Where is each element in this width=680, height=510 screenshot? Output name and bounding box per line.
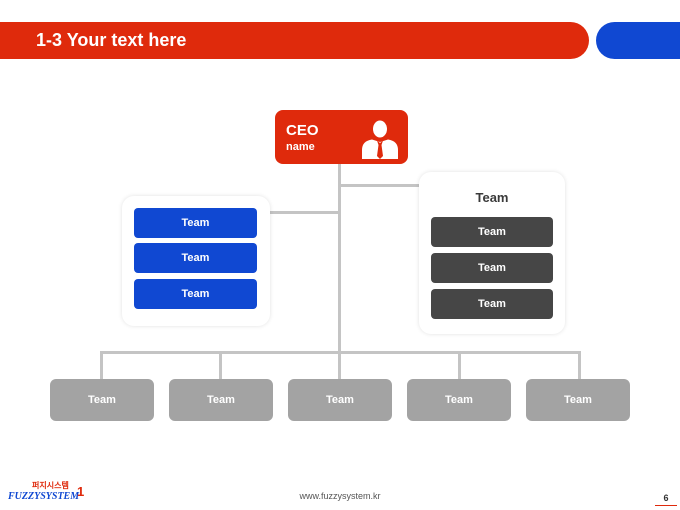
connector-trunk [338, 164, 341, 353]
bottom-team-2: Team [169, 379, 273, 421]
connector-drop-3 [338, 351, 341, 379]
connector-drop-1 [100, 351, 103, 379]
title-bar [0, 22, 589, 59]
connector-drop-4 [458, 351, 461, 379]
bottom-team-3: Team [288, 379, 392, 421]
page-title: 1-3 Your text here [36, 30, 187, 50]
person-with-tie-icon [362, 120, 398, 159]
page-number: 6 [663, 493, 669, 503]
connector-left-branch [270, 211, 340, 214]
bottom-team-5: Team [526, 379, 630, 421]
connector-right-branch [338, 184, 420, 187]
left-team-2: Team [134, 243, 257, 273]
page-number-underline [655, 505, 677, 506]
ceo-name: name [286, 141, 315, 153]
connector-drop-5 [578, 351, 581, 379]
bottom-team-1: Team [50, 379, 154, 421]
right-team-2: Team [431, 253, 553, 283]
company-logo: 퍼지시스템 FUZZYSYSTEM 1 [8, 481, 88, 505]
connector-drop-2 [219, 351, 222, 379]
logo-english-text: FUZZYSYSTEM [8, 491, 80, 502]
left-team-1: Team [134, 208, 257, 238]
footer-url: www.fuzzysystem.kr [299, 491, 381, 501]
right-team-1: Team [431, 217, 553, 247]
logo-mark: 1 [77, 484, 85, 499]
right-group-title: Team [475, 190, 509, 205]
right-team-3: Team [431, 289, 553, 319]
left-team-3: Team [134, 279, 257, 309]
ceo-title: CEO [286, 122, 319, 139]
bottom-team-4: Team [407, 379, 511, 421]
logo-korean-text: 퍼지시스템 [32, 481, 69, 490]
title-accent-shape [596, 22, 680, 59]
